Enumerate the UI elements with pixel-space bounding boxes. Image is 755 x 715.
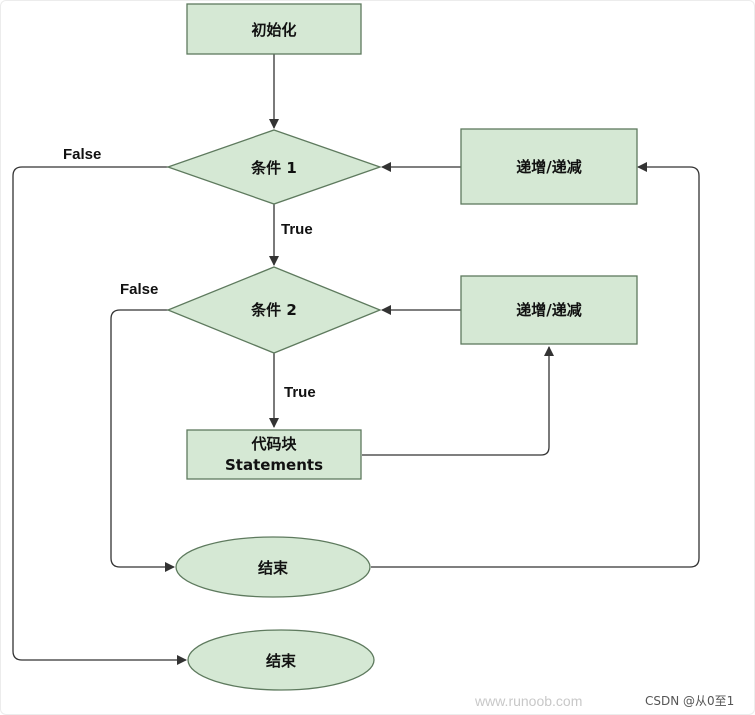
- node-incdec2-label: 递增/递减: [516, 301, 581, 319]
- node-end1: [175, 536, 371, 598]
- node-cond2: [166, 266, 382, 354]
- nodes: [166, 3, 638, 691]
- edge-label-cond1-true: True: [281, 221, 313, 238]
- edge-label-cond2-false: False: [120, 281, 158, 298]
- edge-cond1-false-to-end2: [12, 166, 187, 665]
- node-init-label: 初始化: [251, 21, 296, 39]
- edges: [12, 54, 700, 665]
- node-block: [186, 429, 362, 480]
- node-block-label-line1: 代码块: [250, 435, 297, 453]
- watermark-site: www.runoob.com: [474, 693, 582, 709]
- node-block-label-line2: Statements: [225, 456, 323, 474]
- edge-label-cond1-false: False: [63, 146, 101, 163]
- node-end2: [187, 629, 375, 691]
- node-end1-label: 结束: [258, 559, 289, 577]
- node-cond1-label: 条件 1: [250, 159, 297, 177]
- edge-block-to-incdec2: [362, 346, 554, 456]
- edge-end1-to-incdec1: [371, 162, 700, 568]
- node-init: [186, 3, 362, 55]
- edge-labels: False True False True: [63, 146, 316, 401]
- node-cond2-label: 条件 2: [250, 301, 297, 319]
- node-cond1: [166, 129, 382, 205]
- watermark-author: CSDN @从0至1: [645, 694, 734, 708]
- node-incdec1-label: 递增/递减: [516, 158, 581, 176]
- node-end2-label: 结束: [266, 652, 297, 670]
- node-incdec2: [460, 275, 638, 345]
- node-incdec1: [460, 128, 638, 205]
- edge-cond2-false-to-end1: [110, 309, 175, 572]
- edge-label-cond2-true: True: [284, 384, 316, 401]
- node-labels: 初始化 条件 1 递增/递减 条件 2 递增/递减 代码块 Statements…: [225, 21, 582, 670]
